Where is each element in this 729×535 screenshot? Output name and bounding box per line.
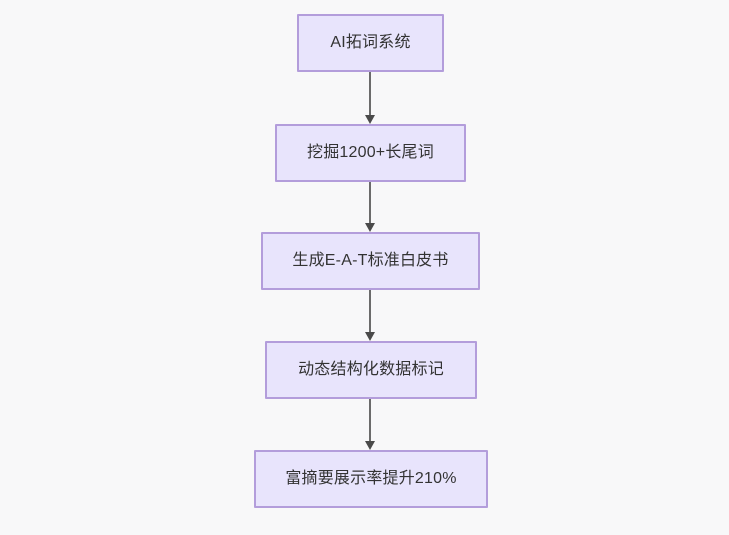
connector-line — [369, 290, 371, 333]
flow-node-eat-whitepaper[interactable]: 生成E-A-T标准白皮书 — [261, 232, 480, 290]
connector-line — [369, 399, 371, 442]
flow-node-longtail-keywords[interactable]: 挖掘1200+长尾词 — [275, 124, 466, 182]
arrowhead-down-icon — [365, 115, 375, 124]
flow-connector-3 — [363, 290, 377, 341]
flow-node-label: AI拓词系统 — [330, 34, 411, 51]
flow-node-ai-keyword-system[interactable]: AI拓词系统 — [297, 14, 444, 72]
flow-node-label: 富摘要展示率提升210% — [285, 470, 457, 487]
flow-connector-2 — [363, 182, 377, 232]
flow-connector-1 — [363, 72, 377, 124]
connector-line — [369, 72, 371, 116]
arrowhead-down-icon — [365, 223, 375, 232]
connector-line — [369, 182, 371, 224]
flow-connector-4 — [363, 399, 377, 450]
flow-node-label: 动态结构化数据标记 — [298, 361, 444, 378]
flow-node-rich-snippet-result[interactable]: 富摘要展示率提升210% — [254, 450, 488, 508]
flow-node-label: 挖掘1200+长尾词 — [307, 144, 434, 161]
flow-node-label: 生成E-A-T标准白皮书 — [292, 252, 449, 269]
arrowhead-down-icon — [365, 332, 375, 341]
flow-node-structured-data-markup[interactable]: 动态结构化数据标记 — [265, 341, 477, 399]
arrowhead-down-icon — [365, 441, 375, 450]
